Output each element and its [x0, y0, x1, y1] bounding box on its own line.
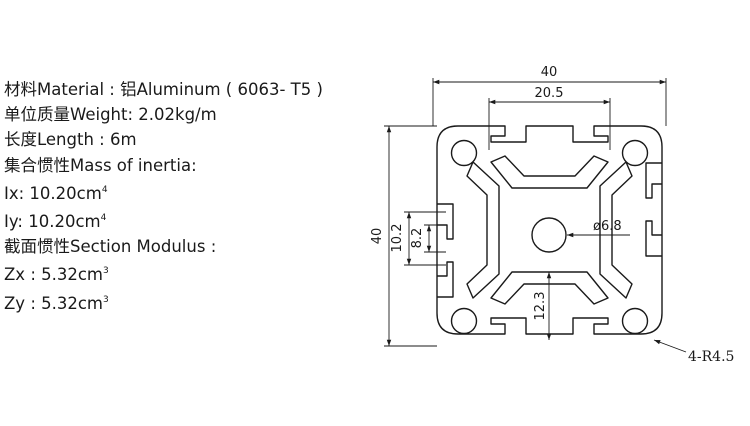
spec-material: 材料Material : 铝Aluminum ( 6063- T5 ) — [4, 80, 323, 99]
cavity-left — [466, 161, 500, 299]
cavity-top — [490, 155, 609, 189]
corner-hole-bottom-left — [450, 307, 478, 335]
spec-zx-value: Zx : 5.32cm — [4, 265, 103, 285]
spec-zx: Zx : 5.32cm3 — [4, 259, 323, 287]
spec-inertia-heading: 集合惯性Mass of inertia: — [4, 155, 197, 175]
corner-hole-top-right — [621, 139, 649, 167]
corner-hole-top-left — [450, 139, 478, 167]
spec-zx-exponent: 3 — [103, 266, 109, 277]
spec-zy-exponent: 3 — [103, 294, 109, 305]
dim-overall-height: 40 — [370, 228, 385, 245]
dim-slot-opening-inner: 8.2 — [410, 228, 425, 249]
dim-corner-radius: 4-R4.5 — [688, 349, 734, 365]
dim-core-hole: ø6.8 — [593, 219, 622, 234]
profile-outline — [436, 125, 663, 335]
spec-zy-value: Zy : 5.32cm — [4, 293, 103, 313]
spec-zy: Zy : 5.32cm3 — [4, 288, 323, 316]
dim-overall-width: 40 — [541, 65, 558, 80]
dim-slot-opening-outer: 10.2 — [390, 224, 405, 253]
corner-hole-bottom-right — [621, 307, 649, 335]
spec-ix-exponent: 4 — [101, 184, 108, 195]
spec-list: 材料Material : 铝Aluminum ( 6063- T5 ) 单位质量… — [4, 77, 323, 316]
center-hole — [531, 217, 567, 253]
spec-iy-exponent: 4 — [100, 213, 107, 224]
dim-slot-spacing: 20.5 — [535, 86, 564, 101]
spec-iy-value: Iy: 10.20cm — [4, 212, 101, 232]
dim-wall-offset: 12.3 — [533, 292, 548, 321]
spec-iy: Iy: 10.20cm4 — [4, 206, 323, 234]
dimension-lines — [384, 78, 687, 353]
spec-modulus-heading: 截面惯性Section Modulus : — [4, 237, 217, 257]
cavity-right — [599, 161, 633, 299]
spec-ix: Ix: 10.20cm4 — [4, 178, 323, 206]
spec-weight: 单位质量Weight: 2.02kg/m — [4, 105, 217, 125]
spec-length: 长度Length : 6m — [4, 130, 137, 150]
cavity-bottom — [490, 271, 609, 305]
profile-section — [436, 125, 663, 335]
spec-ix-value: Ix: 10.20cm — [4, 183, 102, 203]
